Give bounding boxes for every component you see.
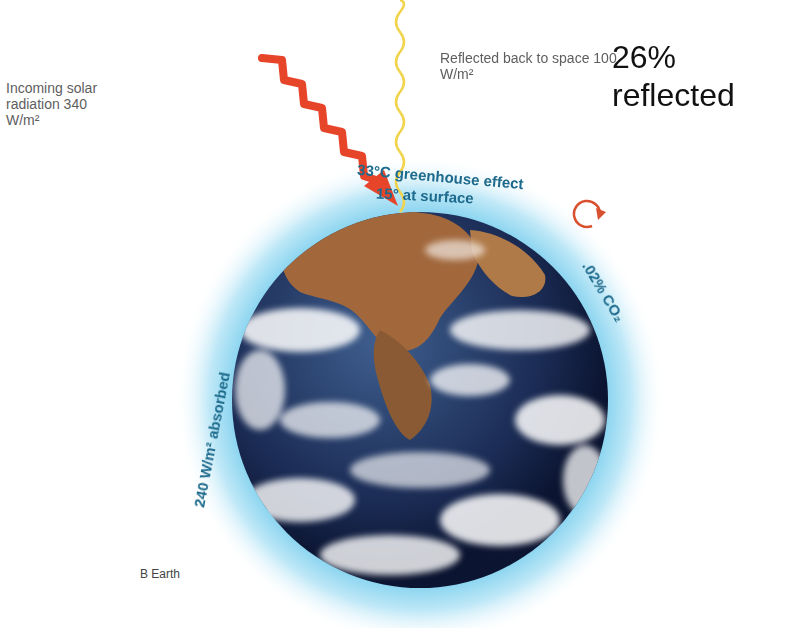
cycle-arrowhead: [596, 208, 606, 220]
panel-label: B Earth: [140, 568, 180, 582]
cycle-arrow: [574, 201, 600, 227]
earth-surface: [235, 208, 607, 575]
reflected-label: Reflected back to space 100 W/m²: [440, 50, 618, 82]
reflected-percent: 26% reflected: [612, 38, 787, 115]
atmosphere-glow: [175, 155, 665, 628]
incoming-label: Incoming solar radiation 340 W/m²: [6, 80, 124, 128]
